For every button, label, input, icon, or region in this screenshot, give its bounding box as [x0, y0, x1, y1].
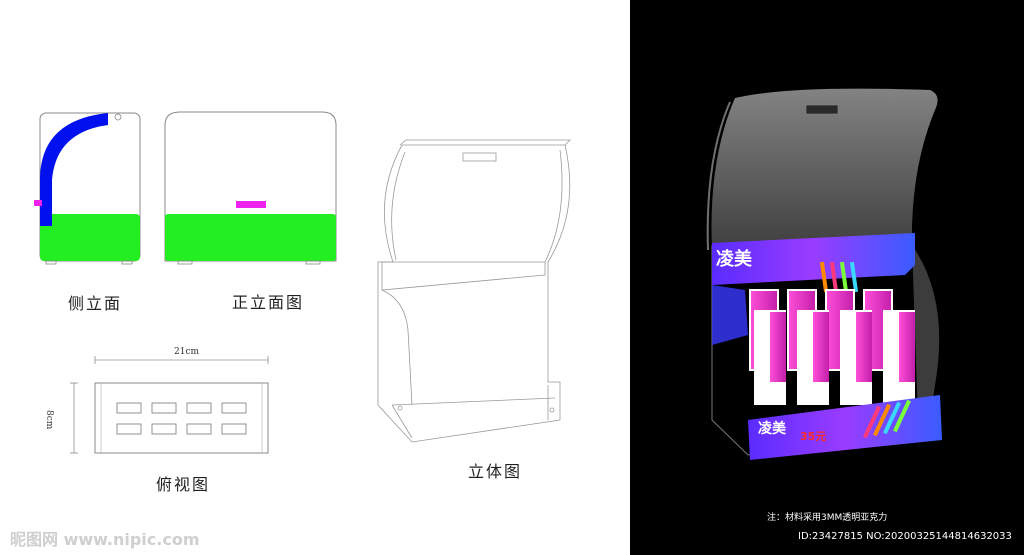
top-slots [116, 402, 247, 435]
side-elevation-drawing [34, 112, 141, 265]
side-slot-magenta [34, 200, 42, 206]
handle-slot [805, 104, 839, 115]
front-outline [164, 111, 337, 262]
base-brand-text: 凌美 [758, 421, 786, 437]
front-slot-magenta [236, 201, 266, 208]
side-base-green [40, 214, 140, 261]
front-elevation-drawing [164, 111, 337, 265]
side-arch-blue [40, 113, 108, 226]
top-view-drawing [70, 356, 269, 454]
base-sticks [863, 399, 911, 439]
back-panel-graphic [712, 233, 915, 285]
side-foot-right [121, 260, 133, 265]
technical-drawings [34, 111, 571, 454]
acrylic-side [912, 245, 940, 420]
acrylic-lid [711, 88, 938, 250]
side-view-label: 侧立面 [68, 294, 123, 313]
width-dimension-text: 21cm [174, 347, 200, 357]
front-base-green [165, 214, 336, 261]
panel-brand-text: 凌美 [716, 249, 752, 270]
technical-drawing-panel: 侧立面 正立面图 俯视图 立体图 21cm 8cm 昵图网 www.nipic.… [10, 111, 571, 549]
image-id-line: ID:23427815 NO:20200325144814632033 [798, 531, 1012, 542]
side-foot-left [45, 260, 57, 265]
watermark: 昵图网 www.nipic.com [10, 530, 200, 549]
price-text: 35元 [800, 430, 827, 443]
panel-sticks [819, 261, 859, 293]
product-boxes-front [754, 310, 915, 405]
side-hinge [114, 113, 122, 121]
front-foot-right [305, 260, 321, 265]
acrylic-display-render [706, 88, 942, 460]
material-note: 注：材料采用3MM透明亚克力 [767, 513, 888, 523]
iso-view-label: 立体图 [468, 462, 523, 481]
depth-dimension-text: 8cm [44, 410, 54, 430]
top-view-label: 俯视图 [156, 475, 211, 494]
isometric-wireframe [377, 139, 571, 443]
front-view-label: 正立面图 [232, 293, 305, 312]
front-foot-left [177, 260, 193, 265]
top-outline [94, 382, 269, 454]
render-panel: 凌美 凌美 35元 注：材料采用3MM透明亚克力 ID:23427815 NO:… [630, 0, 1024, 555]
